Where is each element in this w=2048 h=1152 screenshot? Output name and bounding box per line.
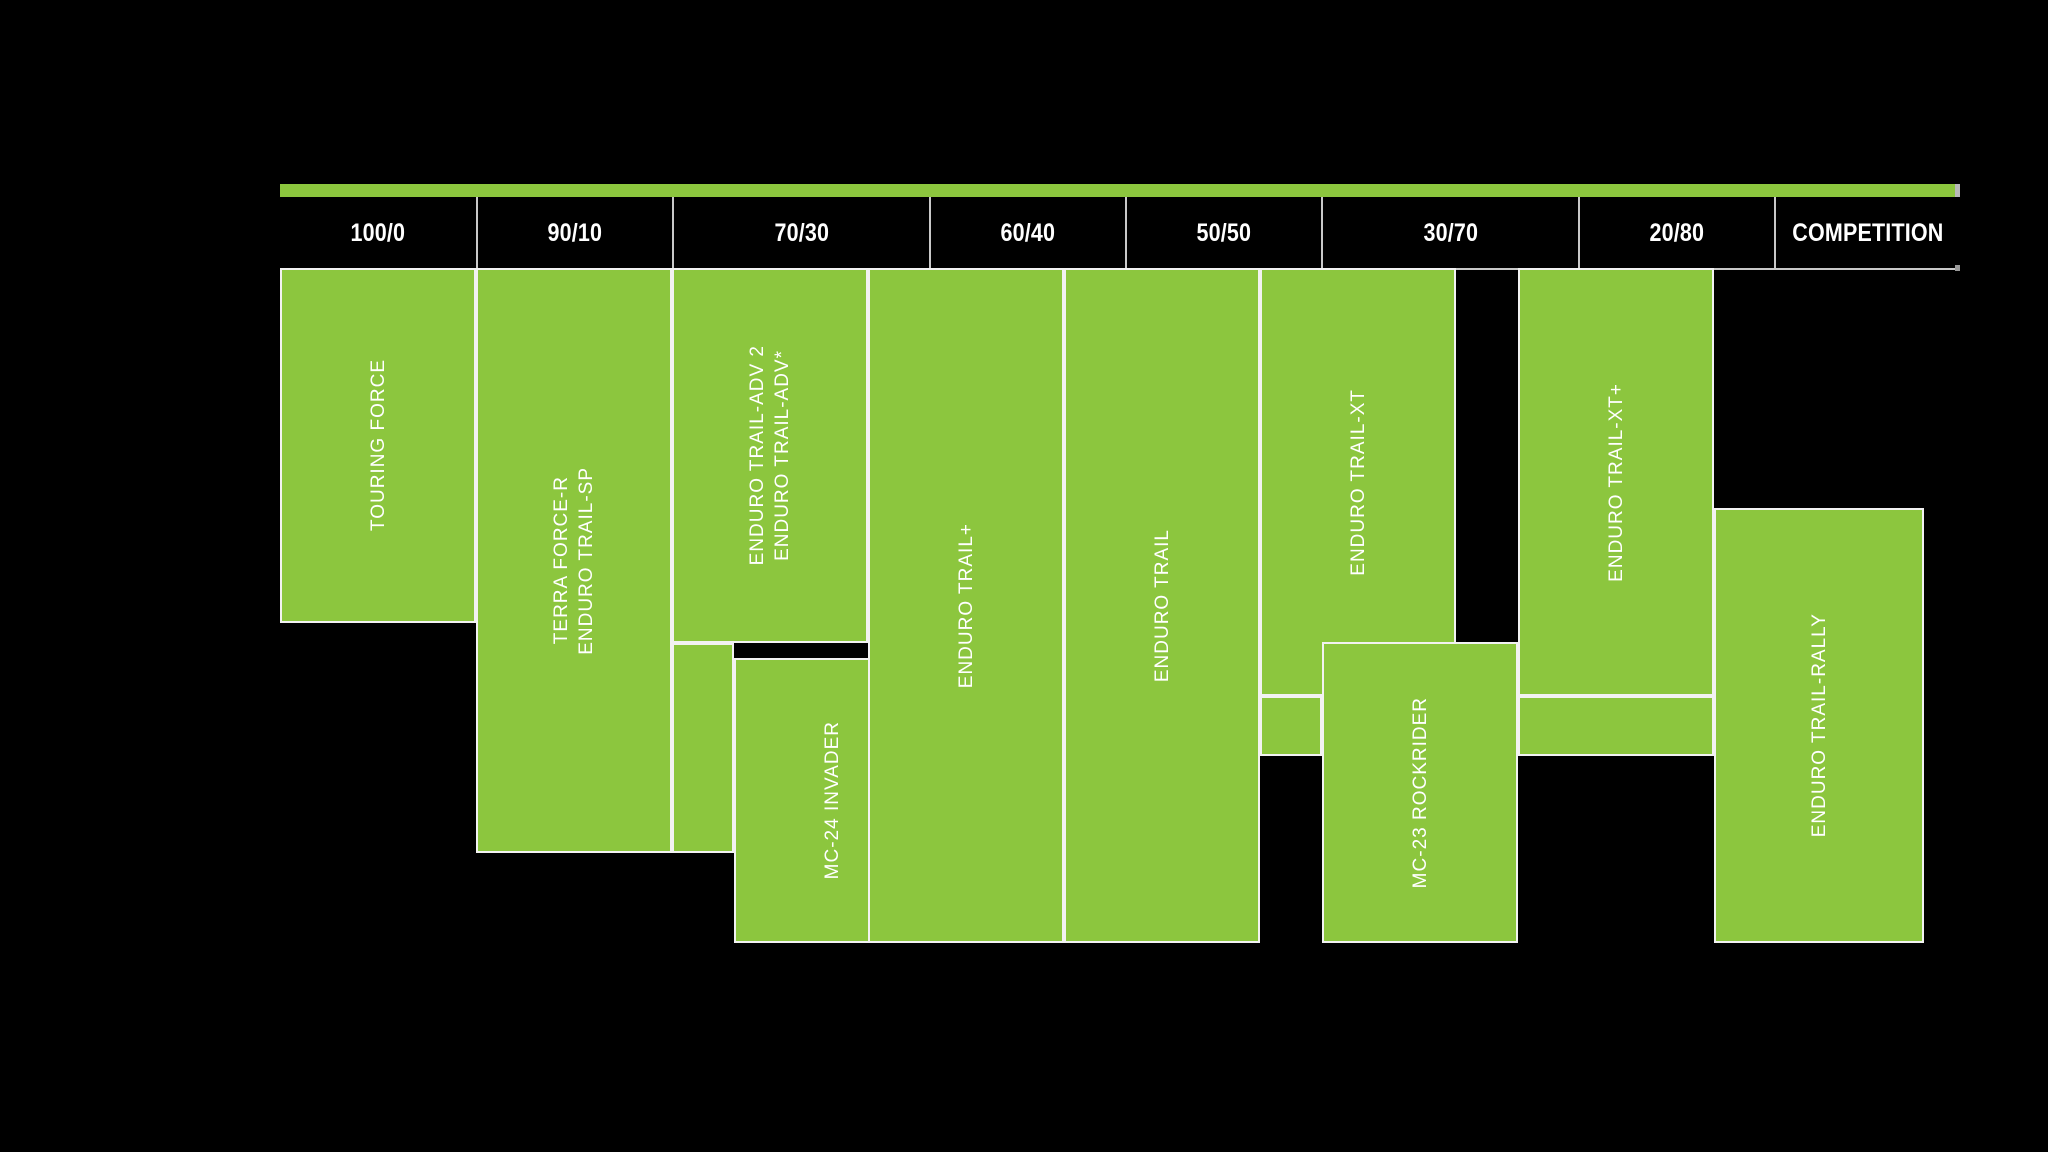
bar-label-text: ENDURO TRAIL-XT+ [1605,382,1627,582]
bar-label-text: ENDURO TRAIL-ADV* [772,350,793,561]
bar-label-text: TOURING FORCE [367,359,389,532]
bar-enduro-trail-xt-plus-foot[interactable] [1518,696,1714,756]
bar-label-text: ENDURO TRAIL-XT [1347,388,1369,576]
bar-enduro-trail-xt[interactable]: ENDURO TRAIL-XT [1260,268,1456,696]
bar-label-text: ENDURO TRAIL-SP [576,466,597,655]
header-label: 20/80 [1649,219,1705,247]
header-label: COMPETITION [1792,219,1944,247]
header-cell-4[interactable]: 60/40 [929,197,1125,270]
header-label: 50/50 [1196,219,1252,247]
bar-label-text: ENDURO TRAIL+ [955,522,977,689]
bar-label-text: ENDURO TRAIL-ADV 2 [747,345,768,566]
bar-enduro-trail-adv-foot[interactable] [672,643,734,853]
bar-label-group: MC-23 ROCKRIDER [1324,644,1516,941]
bar-label-stack: ENDURO TRAIL [1151,528,1173,683]
bar-label-group: ENDURO TRAIL+ [870,270,1062,941]
header-label: 90/10 [547,219,603,247]
header-cell-5[interactable]: 50/50 [1125,197,1321,270]
top-accent-rule-endcap [1955,184,1960,197]
bar-label-stack: ENDURO TRAIL-RALLY [1808,613,1830,838]
header-label: 60/40 [1000,219,1056,247]
bar-mc23-rockrider[interactable]: MC-23 ROCKRIDER [1322,642,1518,943]
bar-enduro-trail[interactable]: ENDURO TRAIL [1064,268,1260,943]
bar-label-group: ENDURO TRAIL-RALLY [1716,510,1922,941]
bar-label-stack: MC-24 INVADER [821,721,843,880]
bar-touring-force[interactable]: TOURING FORCE [280,268,476,623]
bar-label-group: ENDURO TRAIL-XT+ [1520,270,1712,694]
bar-label-stack: TOURING FORCE [367,359,389,532]
bar-enduro-trail-xt-plus[interactable]: ENDURO TRAIL-XT+ [1518,268,1714,696]
bar-label-group: ENDURO TRAIL [1066,270,1258,941]
header-label: 30/70 [1423,219,1478,247]
bar-label-text: MC-24 INVADER [821,721,843,880]
bar-label-group: TOURING FORCE [282,270,474,621]
header-underline-endcap [1955,265,1960,271]
bar-label-group: ENDURO TRAIL-XT [1262,270,1454,694]
header-cell-2[interactable]: 90/10 [476,197,672,270]
category-header-row: 100/0 90/10 70/30 60/40 50/50 30/70 20/80 COMPE… [280,197,1960,270]
bar-enduro-trail-xt-foot[interactable] [1260,696,1322,756]
bar-label-stack: MC-23 ROCKRIDER [1409,696,1431,889]
header-cell-1[interactable]: 100/0 [280,197,476,270]
header-cell-3[interactable]: 70/30 [672,197,929,270]
header-cell-8[interactable]: COMPETITION [1774,197,1960,270]
bar-label-text: ENDURO TRAIL-RALLY [1808,613,1830,838]
bar-label-text: ENDURO TRAIL [1151,528,1173,683]
bar-label-text: MC-23 ROCKRIDER [1409,696,1431,889]
top-accent-rule [280,184,1960,197]
header-cell-7[interactable]: 20/80 [1578,197,1774,270]
header-label: 100/0 [350,219,406,247]
bar-label-stack: ENDURO TRAIL-XT+ [1605,382,1627,582]
bar-enduro-trail-plus[interactable]: ENDURO TRAIL+ [868,268,1064,943]
bar-enduro-trail-rally[interactable]: ENDURO TRAIL-RALLY [1714,508,1924,943]
header-label: 70/30 [774,219,829,247]
bar-label-stack: ENDURO TRAIL+ [955,522,977,689]
bar-label-stack: ENDURO TRAIL-XT [1347,388,1369,576]
header-cell-6[interactable]: 30/70 [1321,197,1578,270]
bar-label-text: TERRA FORCE-R [551,476,572,645]
